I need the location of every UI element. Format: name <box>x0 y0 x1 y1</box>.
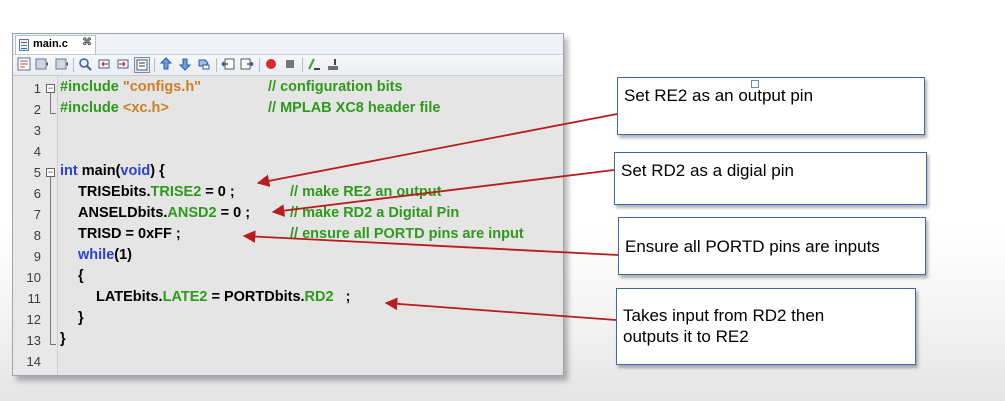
keyword: while <box>78 247 115 263</box>
line-number: 6 <box>33 186 41 201</box>
code-text: ) { <box>150 163 165 179</box>
code-line-13: } <box>60 331 66 347</box>
line-number: 3 <box>33 123 41 138</box>
code-comment: // MPLAB XC8 header file <box>268 100 441 116</box>
code-text: = PORTDbits. <box>207 289 305 305</box>
code-line-1: #include "configs.h" // configuration bit… <box>60 79 403 95</box>
find-icon[interactable] <box>77 57 93 73</box>
code-comment: // ensure all PORTD pins are input <box>290 226 524 242</box>
stop-macro-icon[interactable] <box>282 57 298 73</box>
fold-toggle-icon[interactable]: − <box>46 167 55 177</box>
keyword: int <box>60 163 78 179</box>
register-field: LATE2 <box>162 289 208 305</box>
toolbar-separator <box>73 58 74 72</box>
line-number: 5 <box>33 165 41 180</box>
shift-right-icon[interactable] <box>177 57 193 73</box>
code-area[interactable]: 1 2 3 4 5 6 7 8 9 10 11 12 13 14 − − #in… <box>13 76 563 375</box>
include-file: <xc.h> <box>122 100 169 116</box>
forward-icon[interactable] <box>54 57 70 73</box>
line-number: 7 <box>33 207 41 222</box>
code-text: = 0 ; <box>201 184 235 200</box>
callout-set-re2-output: Set RE2 as an output pin <box>617 77 925 135</box>
code-editor-window: main.c ⌘ 1 2 3 4 5 6 7 <box>12 33 564 376</box>
history-icon[interactable] <box>16 57 32 73</box>
code-line-6: TRISEbits.TRISE2 = 0 ;// make RE2 an out… <box>78 184 441 200</box>
code-line-12: } <box>78 310 84 326</box>
shift-left-icon[interactable] <box>158 57 174 73</box>
c-file-icon <box>19 39 29 51</box>
fold-end <box>50 113 56 114</box>
line-number: 2 <box>33 102 41 117</box>
line-number: 12 <box>26 312 41 327</box>
code-text: TRISEbits. <box>78 184 151 200</box>
toolbar-separator <box>259 58 260 72</box>
register-field: TRISE2 <box>150 184 202 200</box>
line-number-gutter: 1 2 3 4 5 6 7 8 9 10 11 12 13 14 − − <box>13 76 58 375</box>
include-file: "configs.h" <box>122 79 202 95</box>
tab-close-icon[interactable]: ⌘ <box>82 37 92 48</box>
code-comment: // configuration bits <box>268 79 403 95</box>
arrow-to-line-11 <box>384 297 617 321</box>
preprocessor-directive: #include <box>60 79 123 95</box>
find-prev-icon[interactable] <box>96 57 112 73</box>
line-number: 1 <box>33 81 41 96</box>
toggle-highlight-icon[interactable] <box>134 57 150 73</box>
code-text: = 0 ; <box>216 205 251 221</box>
fold-guide <box>50 177 51 344</box>
fold-end <box>50 344 56 345</box>
code-line-8: TRISD = 0xFF ; // ensure all PORTD pins a… <box>78 226 524 242</box>
line-number: 11 <box>27 291 42 306</box>
fold-toggle-icon[interactable]: − <box>46 83 55 93</box>
callout-set-rd2-digital: Set RD2 as a digial pin <box>614 152 927 205</box>
toolbar-separator <box>216 58 217 72</box>
callout-text-line: Takes input from RD2 then <box>623 306 825 325</box>
code-line-11: LATEbits.LATE2 = PORTDbits.RD2 ; <box>96 289 350 305</box>
line-number: 10 <box>26 270 41 285</box>
toggle-bookmark-icon[interactable] <box>196 57 212 73</box>
selection-handle[interactable] <box>751 80 759 88</box>
tab-label: main.c <box>33 38 68 50</box>
find-next-icon[interactable] <box>115 57 131 73</box>
uncomment-icon[interactable] <box>325 57 341 73</box>
code-text: LATEbits. <box>96 289 163 305</box>
fold-guide <box>50 93 51 113</box>
code-text: ANSELDbits. <box>78 205 168 221</box>
next-bookmark-icon[interactable] <box>239 57 255 73</box>
code-text: ; <box>333 289 351 305</box>
register-field: ANSD2 <box>167 205 217 221</box>
tab-main-c[interactable]: main.c ⌘ <box>15 35 96 54</box>
code-text: TRISD = 0xFF ; <box>78 226 181 242</box>
arrow-to-line-8 <box>242 230 619 256</box>
callout-portd-inputs: Ensure all PORTD pins are inputs <box>618 217 926 275</box>
code-line-9: while(1) <box>78 247 132 263</box>
register-field: RD2 <box>304 289 334 305</box>
function-name: main( <box>77 163 121 179</box>
code-text: (1) <box>114 247 132 263</box>
line-number: 9 <box>33 249 41 264</box>
line-number: 14 <box>26 354 41 369</box>
editor-tab-bar: main.c ⌘ <box>13 34 563 55</box>
toolbar-separator <box>302 58 303 72</box>
editor-toolbar <box>13 55 563 76</box>
code-line-2: #include <xc.h> // MPLAB XC8 header file <box>60 100 440 116</box>
code-line-10: { <box>78 268 84 284</box>
arrow-to-line-6 <box>256 113 618 188</box>
preprocessor-directive: #include <box>60 100 123 116</box>
arrow-to-line-7 <box>271 169 615 217</box>
callout-text-line: outputs it to RE2 <box>623 327 749 346</box>
back-icon[interactable] <box>34 57 50 73</box>
toolbar-separator <box>154 58 155 72</box>
prev-bookmark-icon[interactable] <box>220 57 236 73</box>
comment-icon[interactable] <box>306 57 322 73</box>
code-line-5: int main(void) { <box>60 163 165 179</box>
line-number: 4 <box>33 144 41 159</box>
code-line-7: ANSELDbits.ANSD2 = 0 ; // make RD2 a Digi… <box>78 205 459 221</box>
line-number: 8 <box>33 228 41 243</box>
code-comment: // make RD2 a Digital Pin <box>290 205 460 221</box>
keyword: void <box>120 163 151 179</box>
record-macro-icon[interactable] <box>263 57 279 73</box>
callout-input-output: Takes input from RD2 then outputs it to … <box>616 288 916 365</box>
line-number: 13 <box>26 333 41 348</box>
